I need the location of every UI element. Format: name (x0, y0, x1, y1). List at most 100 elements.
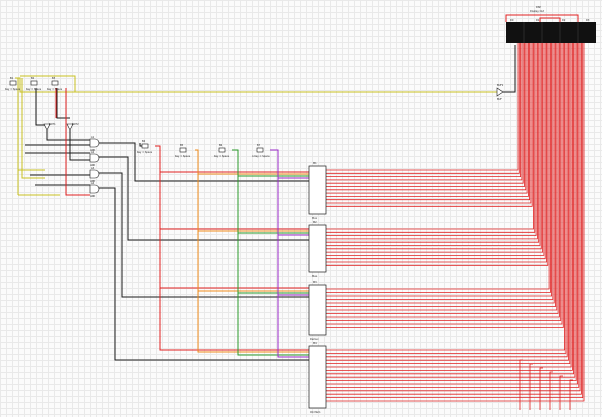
input-b6-id: B6 (219, 144, 223, 147)
output-wire (326, 43, 549, 266)
input-b3-key: Key = Space (47, 88, 63, 91)
buffer-gate[interactable]: BUF1 BUF (496, 84, 504, 101)
input-b1[interactable]: B1 Key = Space (5, 77, 21, 91)
module-4-name: Clk Mem (310, 411, 321, 414)
output-wire (326, 43, 537, 237)
output-wire (569, 379, 573, 410)
module-3-name: Demux (310, 338, 319, 341)
display-id: DSP (536, 6, 541, 9)
and-gate-3[interactable]: A3 AND (89, 167, 100, 183)
and-gate-1-id: A1 (91, 136, 95, 139)
switch-icon (256, 147, 264, 153)
output-wire (326, 43, 563, 325)
switch-icon (218, 147, 226, 153)
switch-icon (9, 80, 17, 86)
and-gate-2-id: A2 (91, 151, 95, 154)
not-gate-1-label: NOT1 (49, 123, 56, 126)
and-gate-icon (89, 169, 100, 179)
input-b3[interactable]: B3 Key = Space (47, 77, 63, 91)
not-gate-1[interactable]: NOT1 (43, 123, 56, 131)
output-wire (326, 43, 538, 240)
module-4[interactable]: M4 Clk Mem (308, 342, 327, 414)
module-body (308, 345, 327, 409)
output-wire (326, 43, 545, 256)
input-b2-id: B2 (31, 77, 35, 80)
module-3[interactable]: M3 Demux (308, 281, 327, 341)
output-wire (326, 43, 551, 293)
output-wire (529, 363, 533, 410)
and-gate-4[interactable]: A4 AND (89, 182, 100, 198)
input-b4[interactable]: B4 Key = Space (137, 140, 153, 154)
input-b7-id: B7 (257, 144, 261, 147)
buffer-icon (496, 87, 504, 97)
red-output-bundle (326, 43, 585, 410)
output-wire (539, 367, 543, 410)
module-body (308, 224, 327, 273)
display-block[interactable]: DSP Display Out D0 D1 D2 D3 (506, 6, 596, 43)
output-wire (326, 43, 584, 399)
and-gate-3-label: AND (90, 180, 95, 183)
output-wire (326, 43, 554, 300)
orange-wires (195, 149, 309, 353)
output-wire (326, 43, 523, 181)
red-display-top (505, 14, 579, 22)
input-b4-key: Key = Space (137, 151, 153, 154)
output-wire (326, 43, 542, 250)
switch-icon (141, 143, 149, 149)
input-b2[interactable]: B2 Key = Space (26, 77, 42, 91)
output-wire (326, 43, 577, 382)
switch-icon (179, 147, 187, 153)
output-wire (326, 43, 550, 290)
output-wire (326, 43, 568, 358)
module-1[interactable]: M1 Mux (308, 162, 327, 220)
output-wire (326, 43, 543, 253)
output-wire (326, 43, 547, 263)
not-gate-icon (43, 123, 51, 131)
output-wire (326, 43, 564, 328)
module-1-name: Mux (312, 217, 318, 220)
output-wire (326, 43, 519, 171)
output-wire (326, 43, 530, 201)
display-label-3: D3 (586, 19, 590, 22)
input-b3-id: B3 (52, 77, 56, 80)
module-3-id: M3 (313, 281, 317, 284)
wires (15, 14, 579, 361)
output-wire (326, 43, 556, 307)
and-gate-1[interactable]: A1 AND (89, 136, 100, 152)
output-wire (326, 43, 559, 314)
output-wire (326, 43, 533, 207)
output-wire (519, 359, 523, 410)
buffer-label: BUF (497, 98, 502, 101)
not-gate-2[interactable]: NOT2 (66, 123, 79, 131)
input-b6[interactable]: B6 Key = Space (214, 144, 230, 158)
output-wire (559, 375, 563, 410)
output-wire (326, 43, 532, 204)
and-gate-3-id: A3 (91, 167, 95, 170)
input-b5-id: B5 (180, 144, 184, 147)
module-2-name: Mux (312, 275, 318, 278)
display-caption: Display Out (530, 10, 544, 13)
not-gate-icon (66, 123, 74, 131)
input-b1-id: B1 (10, 77, 14, 80)
output-wire (326, 43, 534, 230)
output-wire (326, 43, 571, 365)
output-wire (326, 43, 552, 297)
output-wire (326, 43, 536, 233)
output-wire (326, 43, 562, 321)
input-b1-key: Key = Space (5, 88, 21, 91)
output-wire (326, 43, 576, 378)
yellow-wires (15, 75, 498, 196)
output-wire (326, 43, 528, 194)
and-gate-2[interactable]: A2 AND (89, 151, 100, 167)
module-2[interactable]: M2 Mux (308, 221, 327, 278)
display-label-1: D1 (536, 19, 540, 22)
and-gate-icon (89, 153, 100, 163)
input-b6-key: Key = Space (214, 155, 230, 158)
input-b7[interactable]: B7 A Key = Space (252, 144, 270, 158)
and-gate-icon (89, 184, 100, 194)
input-b5[interactable]: B5 Key = Space (175, 144, 191, 158)
output-wire (326, 43, 560, 318)
output-wire (326, 43, 572, 368)
display-label-0: D0 (510, 19, 514, 22)
